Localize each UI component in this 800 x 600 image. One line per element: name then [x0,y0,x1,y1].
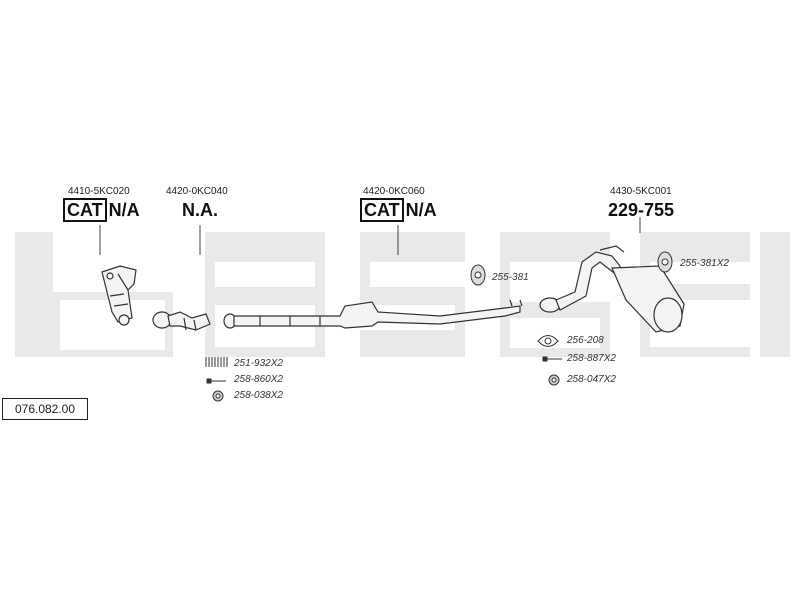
middle-pipe-part [223,299,523,329]
accessory-code: 258-038X2 [234,390,283,401]
nut-icon [212,390,224,402]
part-code-4: 4430-5KC001 [610,186,672,197]
part-code-1: 4410-5KC020 [68,186,130,197]
accessory-code: 255-381X2 [680,258,729,269]
accessory-code: 258-047X2 [567,374,616,385]
cat-badge: CAT [360,198,404,222]
bolt-icon [542,356,562,362]
part-label-2: N.A. [182,200,218,220]
accessory-code: 251-932X2 [234,358,283,369]
bolt-icon [206,378,226,384]
nut-icon [548,374,560,386]
part-number-4: 229-755 [608,200,675,220]
accessory-code: 258-860X2 [234,374,283,385]
spring-icon [205,357,228,367]
part-code-2: 4420-0KC040 [166,186,228,197]
part-status: N/A [108,200,140,220]
accessory-code: 258-887X2 [567,353,616,364]
rear-muffler-part [539,245,685,333]
front-pipe-part [152,311,211,331]
diagram-reference-number: 076.082.00 [2,398,88,420]
part-code-3: 4420-0KC060 [363,186,425,197]
accessory-code: 255-381 [492,272,529,283]
catalytic-converter-part [101,265,137,326]
rubber-mount-icon [470,251,673,286]
gasket-icon [537,335,559,347]
cat-badge: CAT [63,198,107,222]
part-status: N.A. [182,200,218,220]
part-status: N/A [405,200,437,220]
accessory-code: 256-208 [567,335,604,346]
